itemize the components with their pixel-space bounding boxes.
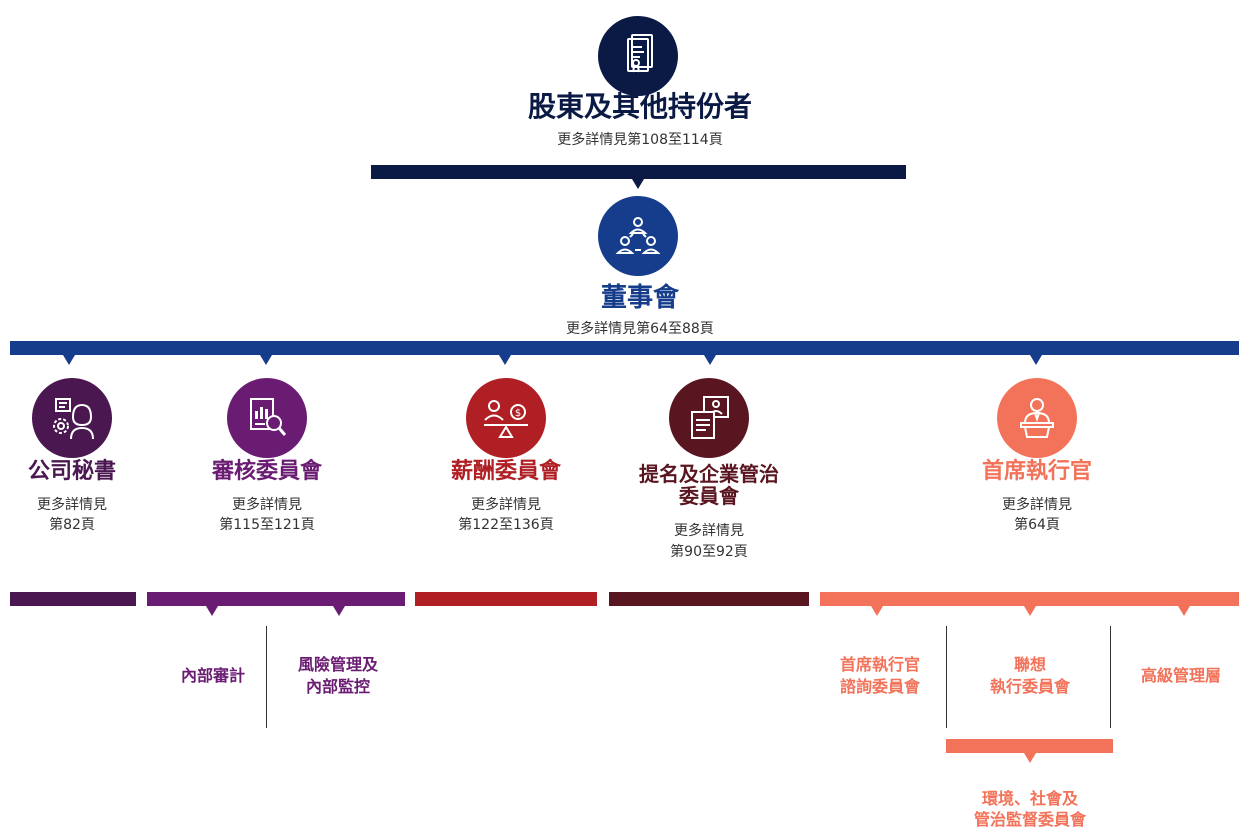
nomination-committee-note-2: 第90至92頁 (670, 544, 748, 560)
arrow-down-icon (260, 355, 272, 365)
esg-bar (946, 739, 1113, 753)
company-secretary-bar (10, 592, 136, 606)
arrow-down-icon (632, 179, 644, 189)
ceo-note-1: 更多詳情見 (1002, 497, 1072, 513)
remuneration-committee-title: 薪酬委員會 (450, 459, 561, 484)
person-gear-icon (53, 398, 94, 440)
board-bar (10, 341, 1239, 355)
ceo-advisory-label-1: 首席執行官 (839, 655, 920, 674)
ceo-advisory-label-2: 諮詢委員會 (839, 677, 920, 696)
arrow-down-icon (1024, 753, 1036, 763)
audit-committee-bar (147, 592, 405, 606)
nomination-committee-icon-circle (669, 378, 749, 458)
risk-management-label-2: 內部監控 (305, 677, 370, 696)
company-secretary-note-2: 第82頁 (49, 517, 95, 533)
ceo-divider-left (946, 626, 947, 728)
person-document-icon (691, 396, 729, 439)
remuneration-committee-note-2: 第122至136頁 (458, 517, 554, 533)
senior-management-label: 高級管理層 (1140, 666, 1221, 685)
lenovo-exec-committee-label-2: 執行委員會 (989, 677, 1070, 696)
lenovo-exec-committee-label-1: 聯想 (1013, 655, 1046, 674)
speaker-podium-icon (1020, 398, 1054, 438)
arrow-down-icon (704, 355, 716, 365)
ceo-icon-circle (997, 378, 1077, 458)
remuneration-committee-bar (415, 592, 597, 606)
shareholders-icon-circle (598, 16, 678, 96)
board-title: 董事會 (600, 283, 679, 313)
company-secretary-icon-circle (32, 378, 112, 458)
ceo-note-2: 第64頁 (1014, 517, 1060, 533)
audit-committee-title: 審核委員會 (211, 459, 322, 484)
ceo-title: 首席執行官 (981, 459, 1092, 484)
arrow-down-icon (1178, 606, 1190, 616)
person-scale-dollar-icon: $ (484, 400, 528, 438)
nomination-committee-note-1: 更多詳情見 (674, 523, 744, 539)
board-icon-circle (598, 196, 678, 276)
shareholders-title: 股東及其他持份者 (527, 90, 752, 123)
remuneration-committee-icon-circle: $ (466, 378, 546, 458)
audit-committee-note-2: 第115至121頁 (219, 517, 315, 533)
nomination-committee-bar (609, 592, 809, 606)
arrow-down-icon (871, 606, 883, 616)
arrow-down-icon (206, 606, 218, 616)
people-network-icon (615, 217, 661, 254)
board-note: 更多詳情見第64至88頁 (566, 321, 714, 337)
report-magnifier-icon (250, 398, 287, 436)
document-certificate-icon (627, 34, 653, 73)
nomination-committee-title-1: 提名及企業管治 (639, 462, 779, 486)
arrow-down-icon (1024, 606, 1036, 616)
audit-divider (266, 626, 267, 728)
svg-text:$: $ (515, 408, 521, 419)
company-secretary-note-1: 更多詳情見 (37, 497, 107, 513)
shareholders-note: 更多詳情見第108至114頁 (557, 132, 723, 148)
ceo-divider-right (1110, 626, 1111, 728)
esg-committee-label-1: 環境、社會及 (981, 789, 1078, 808)
esg-committee-label-2: 管治監督委員會 (973, 810, 1086, 829)
arrow-down-icon (499, 355, 511, 365)
audit-committee-icon-circle (227, 378, 307, 458)
remuneration-committee-note-1: 更多詳情見 (471, 497, 541, 513)
risk-management-label-1: 風險管理及 (297, 655, 378, 674)
audit-committee-note-1: 更多詳情見 (232, 497, 302, 513)
arrow-down-icon (63, 355, 75, 365)
shareholders-bar (371, 165, 906, 179)
arrow-down-icon (333, 606, 345, 616)
company-secretary-title: 公司秘書 (27, 459, 116, 484)
internal-audit-label: 內部審計 (180, 666, 245, 685)
ceo-bar (820, 592, 1239, 606)
nomination-committee-title-2: 委員會 (679, 484, 739, 508)
arrow-down-icon (1030, 355, 1042, 365)
